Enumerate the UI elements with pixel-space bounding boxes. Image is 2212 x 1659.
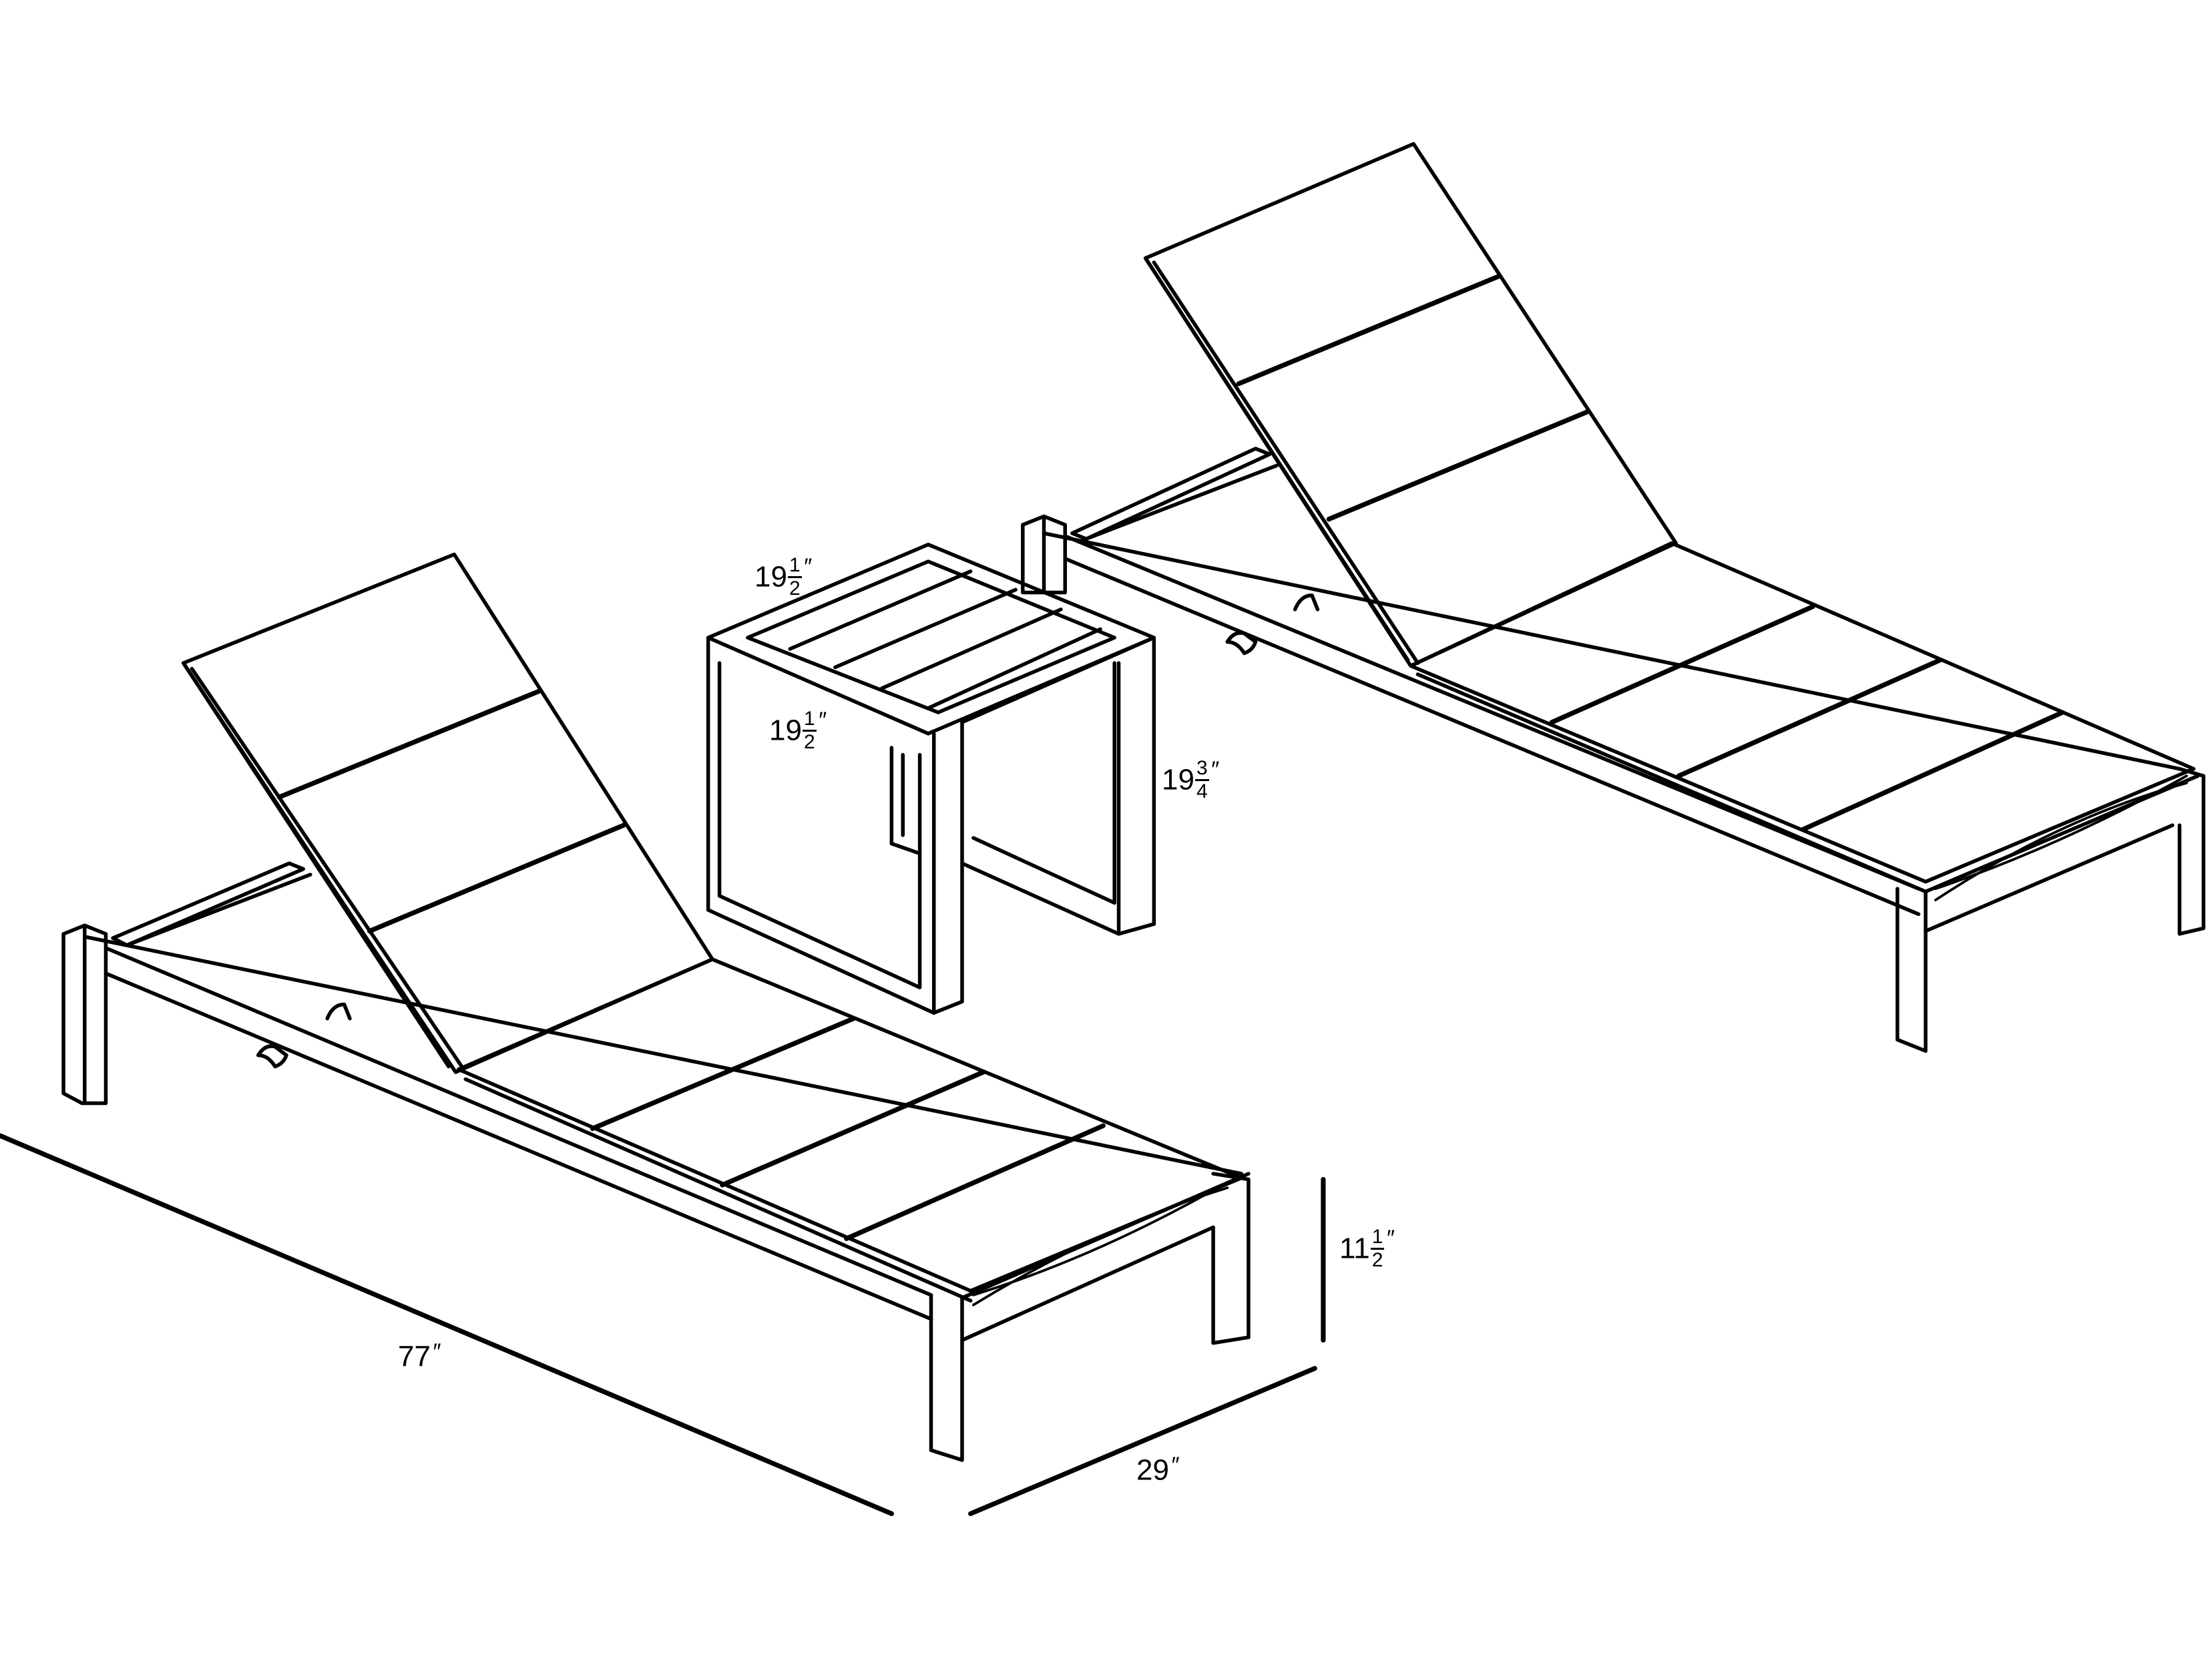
side-table: [706, 542, 1156, 1015]
length-dimension-line: [0, 1133, 894, 1516]
right-chaise-lounge: [1021, 142, 2206, 1053]
dimension-lines: [0, 1133, 1326, 1516]
width-dimension-line: [968, 1366, 1317, 1516]
chaise-width-label: 29″: [1136, 1453, 1178, 1487]
left-chaise-lounge: [61, 552, 1251, 1462]
chaise-length-label: 77″: [398, 1339, 440, 1373]
